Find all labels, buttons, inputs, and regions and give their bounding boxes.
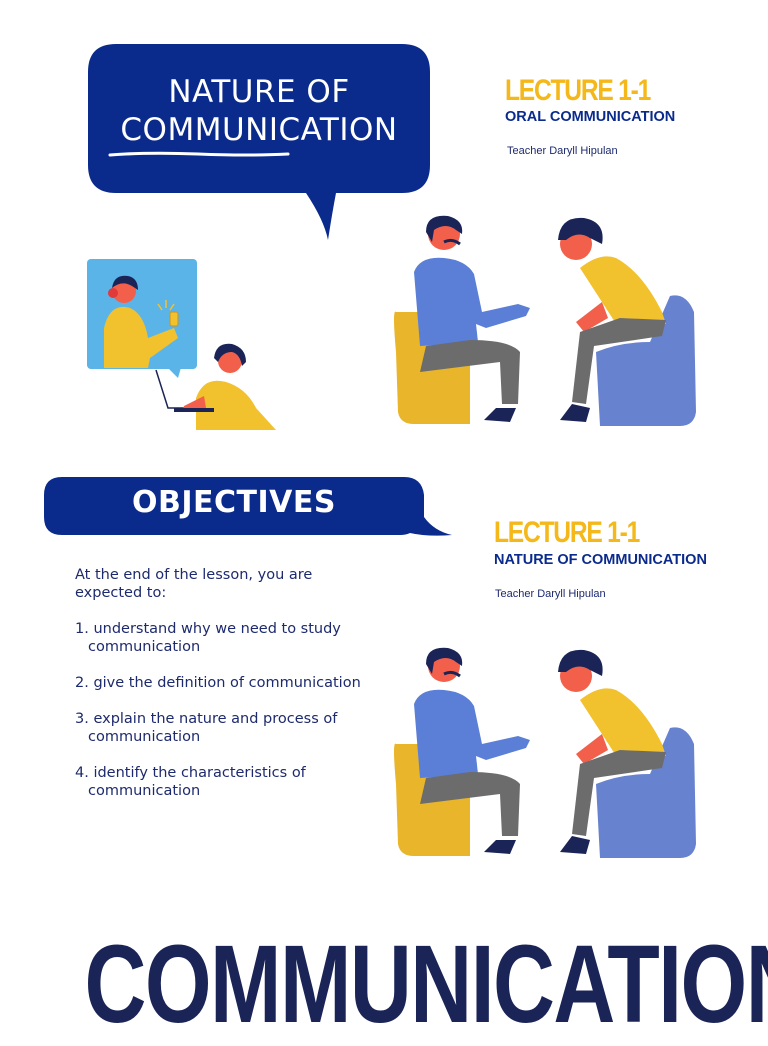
teacher-name-bottom: Teacher Daryll Hipulan <box>495 588 606 600</box>
title-line-1: NATURE OF <box>168 74 350 110</box>
underline-scribble <box>108 151 290 157</box>
lecture-subject-top: ORAL COMMUNICATION <box>505 109 676 125</box>
objectives-intro: At the end of the lesson, you are expect… <box>75 567 313 601</box>
lecture-number-bottom: LECTURE 1-1 <box>494 516 640 549</box>
objective-item-1: 1. understand why we need to study commu… <box>75 621 341 655</box>
conversation-illustration-top <box>390 212 710 432</box>
objectives-heading: OBJECTIVES <box>132 485 336 520</box>
objective-item-3: 3. explain the nature and process of com… <box>75 711 338 745</box>
objectives-list: At the end of the lesson, you are expect… <box>75 566 375 818</box>
objectives-banner: OBJECTIVES <box>44 477 454 539</box>
objective-item-4: 4. identify the characteristics of commu… <box>75 765 306 799</box>
conversation-illustration-bottom <box>390 644 710 864</box>
title-speech-bubble: NATURE OF COMMUNICATION <box>88 44 430 240</box>
speech-bubble-shape <box>88 44 430 240</box>
objectives-banner-shape <box>44 477 452 536</box>
lecture-subject-bottom: NATURE OF COMMUNICATION <box>494 552 707 568</box>
video-call-illustration <box>86 258 286 433</box>
objective-item-2: 2. give the definition of communication <box>75 675 361 691</box>
teacher-name-top: Teacher Daryll Hipulan <box>507 145 618 157</box>
title-line-2: COMMUNICATION <box>120 112 398 148</box>
lecture-number-top: LECTURE 1-1 <box>505 74 651 107</box>
communication-big-heading: COMMUNICATION <box>84 923 768 1046</box>
